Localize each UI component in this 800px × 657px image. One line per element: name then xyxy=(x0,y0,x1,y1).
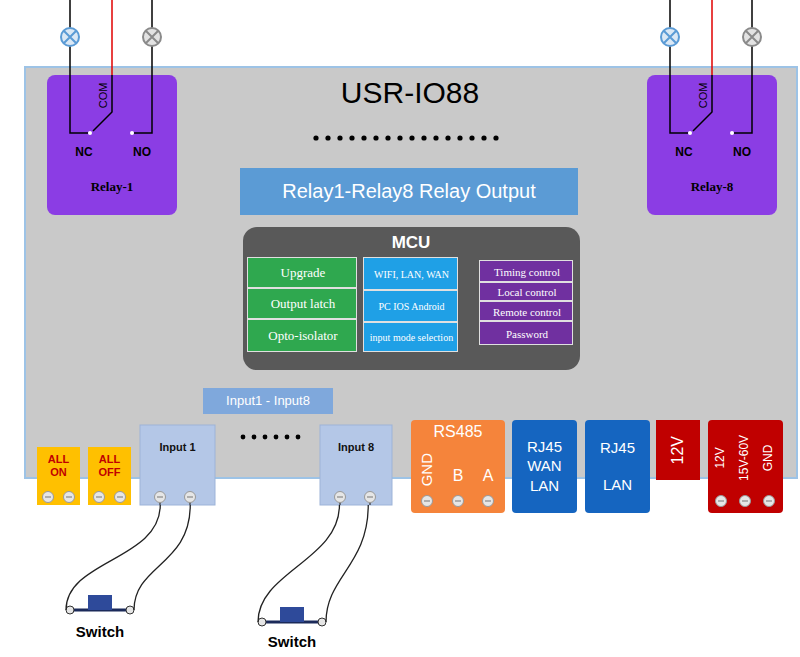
device-panel xyxy=(25,67,797,478)
mcu-box: MCU UpgradeOutput latchOpto-isolator WIFI,… xyxy=(243,227,580,370)
node-label: NO xyxy=(129,146,155,160)
node-label: B xyxy=(448,467,468,485)
node-label: RS485 xyxy=(418,423,498,441)
all-off-block xyxy=(88,447,131,505)
node-label: NC xyxy=(671,146,697,160)
all-off-terminal: ALL OFF xyxy=(88,447,131,505)
power-12v-jack: 12V xyxy=(656,420,700,480)
push-switch xyxy=(258,607,326,626)
network-cell: WIFI, LAN, WAN xyxy=(363,257,458,290)
node-label: NC xyxy=(71,146,97,160)
node-label: COM xyxy=(97,75,110,115)
ellipsis-dots xyxy=(241,435,301,440)
input-terminal: Input 1 xyxy=(140,425,215,505)
screw-terminal xyxy=(43,492,775,507)
node-label: Output latch xyxy=(251,297,355,312)
node-label: Input 1 xyxy=(144,441,212,454)
switch: Switch xyxy=(258,604,326,652)
all-on-terminal: ALL ON xyxy=(37,447,80,505)
node-label: Opto-isolator xyxy=(251,329,355,344)
node-label: Relay-8 xyxy=(657,180,767,195)
node-label: 12V xyxy=(669,425,687,475)
control-cell: Password xyxy=(479,321,573,345)
diagram-title: USR-IO88 xyxy=(260,76,560,111)
node-label: A xyxy=(478,467,498,485)
input-range-label: Input1 - Input8 xyxy=(203,388,333,414)
relay-box: COM NC NO Relay-1 xyxy=(47,75,177,215)
node-label: NO xyxy=(729,146,755,160)
node-label: Relay-1 xyxy=(57,180,167,195)
input-block xyxy=(320,425,392,505)
node-label: RJ45 LAN xyxy=(593,429,643,504)
rj45-lan-port: RJ45 LAN xyxy=(585,420,650,513)
output-bar: Relay1-Relay8 Relay Output xyxy=(240,168,578,215)
node-label: Remote control xyxy=(483,306,571,319)
node-label: input mode selection xyxy=(367,332,456,344)
power-terminal: 12V 15V-60V GND xyxy=(708,420,783,513)
input-block xyxy=(140,425,215,505)
rs485-terminal: RS485GND BA xyxy=(411,420,505,513)
control-cell: Local control xyxy=(479,282,573,301)
node-label: 15V-60V xyxy=(738,430,752,486)
switch-wire xyxy=(66,505,190,610)
input-terminal: Input 8 xyxy=(320,425,392,505)
relay-box: COM NC NO Relay-8 xyxy=(647,75,777,215)
feature-cell: Opto-isolator xyxy=(247,319,357,352)
feature-cell: Output latch xyxy=(247,288,357,319)
node-label: Switch xyxy=(259,633,325,650)
all-on-block xyxy=(37,447,80,505)
power-block xyxy=(708,420,783,513)
control-cell: Timing control xyxy=(479,260,573,282)
node-label: RJ45 WAN LAN xyxy=(519,437,571,496)
node-label: COM xyxy=(697,75,710,115)
relay-8-circuit xyxy=(647,0,777,215)
node-label: PC IOS Android xyxy=(367,301,456,313)
relay-1-circuit xyxy=(47,0,177,215)
node-label: GND xyxy=(418,450,435,490)
node-label: WIFI, LAN, WAN xyxy=(367,269,456,281)
ellipsis-dots xyxy=(313,135,498,140)
node-label: Timing control xyxy=(483,266,571,279)
network-cell: PC IOS Android xyxy=(363,290,458,322)
node-label: Input 8 xyxy=(323,441,389,454)
node-label: ALL OFF xyxy=(95,453,125,478)
control-cell: Remote control xyxy=(479,301,573,321)
rs485-block xyxy=(411,420,505,513)
feature-cell: Upgrade xyxy=(247,257,357,288)
node-label: Input1 - Input8 xyxy=(206,394,330,409)
node-label: Relay1-Relay8 Relay Output xyxy=(249,180,569,203)
node-label: Local control xyxy=(483,286,571,299)
node-label: Password xyxy=(483,328,571,341)
terminal-slot xyxy=(45,497,772,501)
node-label: 12V xyxy=(714,433,728,483)
switch-wire xyxy=(258,505,368,622)
switch: Switch xyxy=(66,592,134,642)
node-label: Switch xyxy=(67,623,133,640)
node-label: ALL ON xyxy=(45,453,73,478)
node-label: GND xyxy=(762,433,776,483)
push-switch xyxy=(66,595,134,614)
rj45-wan-port: RJ45 WAN LAN xyxy=(512,420,577,513)
node-label: Upgrade xyxy=(251,266,355,281)
network-cell: input mode selection xyxy=(363,322,458,352)
node-label: MCU xyxy=(361,233,461,253)
